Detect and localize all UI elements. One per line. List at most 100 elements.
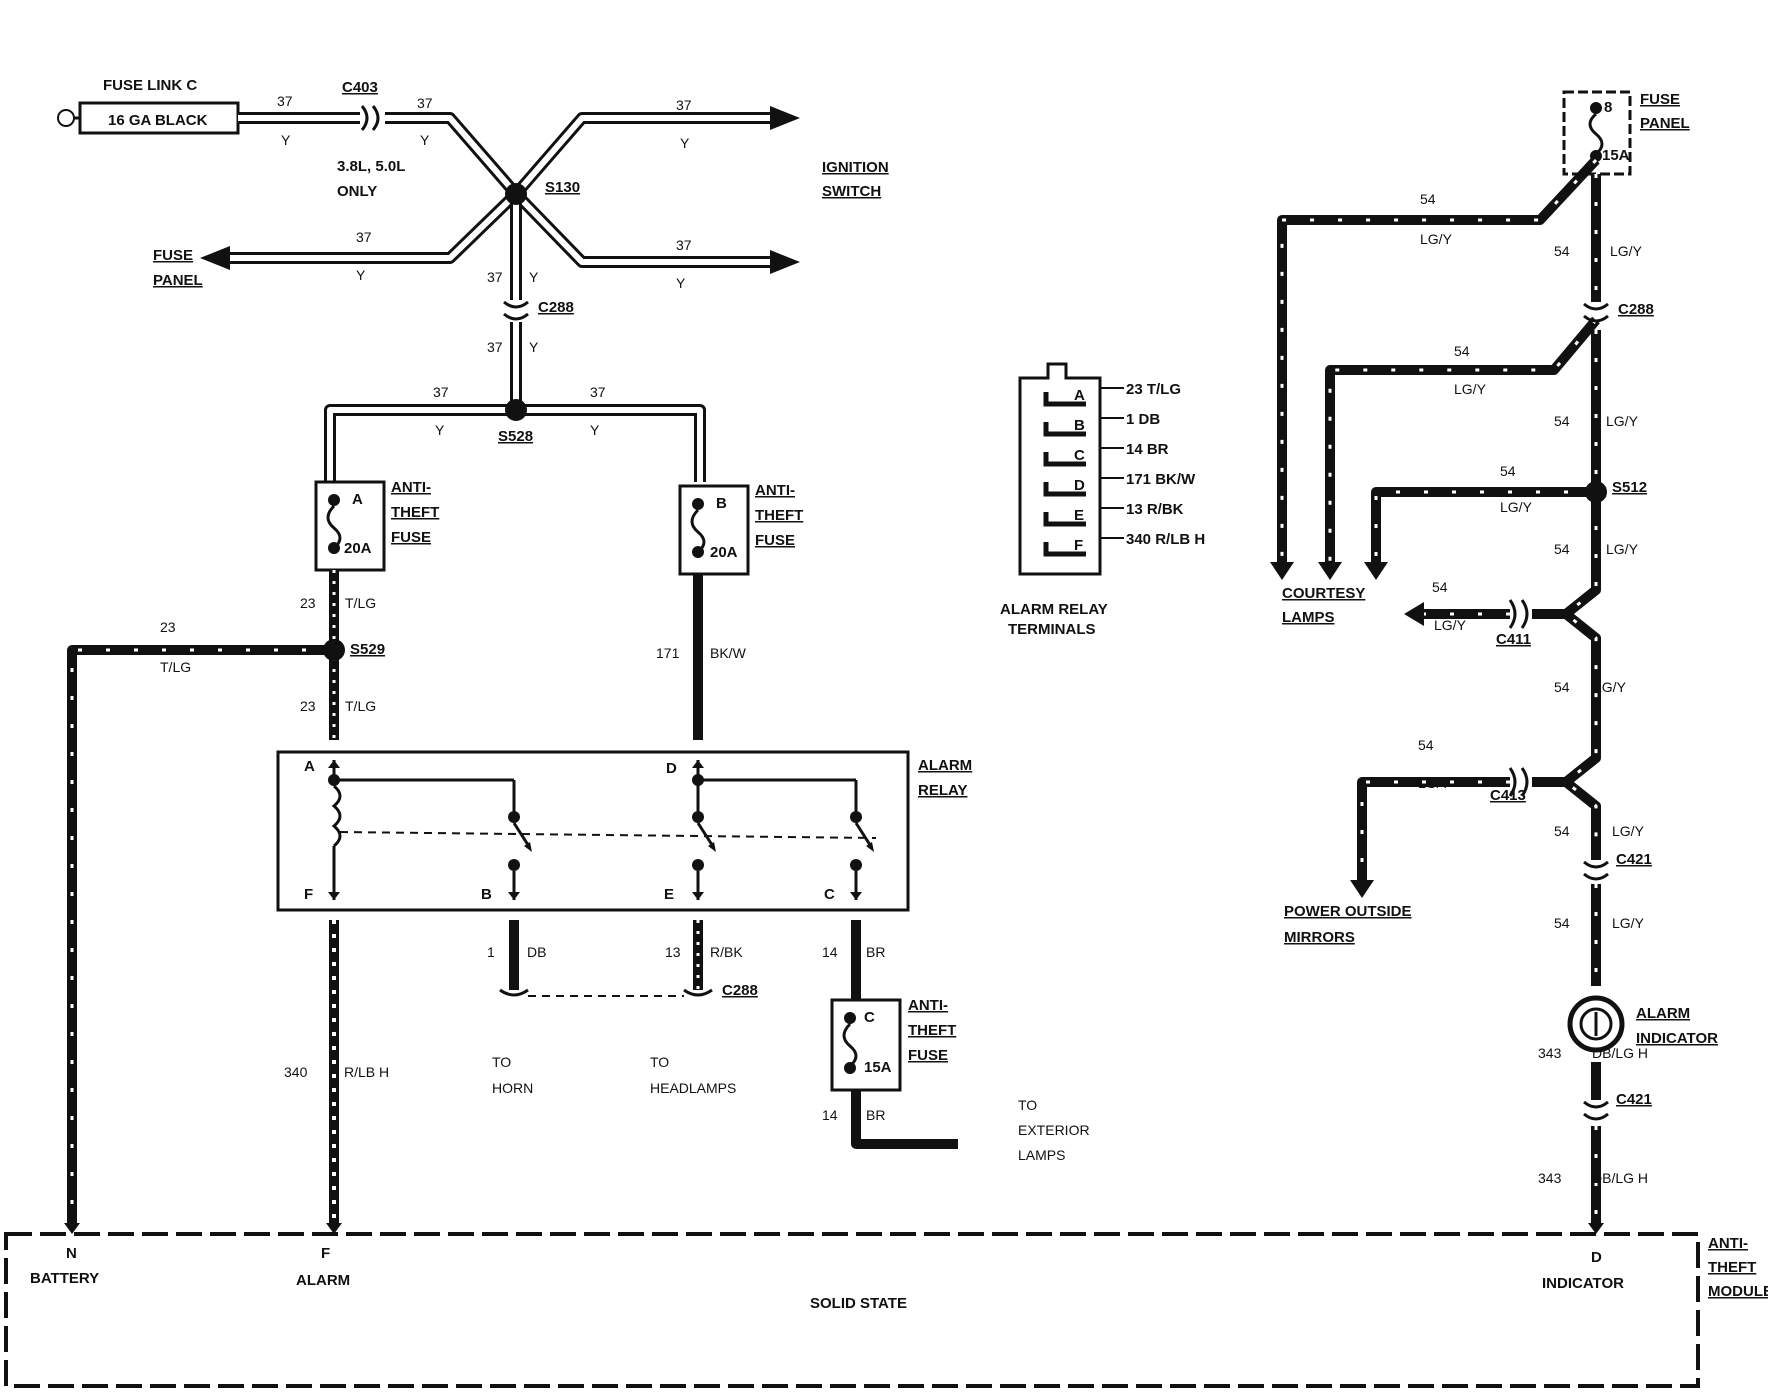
wire-37-y — [200, 106, 800, 482]
svg-text:Y: Y — [680, 135, 690, 151]
svg-text:37: 37 — [676, 97, 692, 113]
svg-text:54: 54 — [1420, 191, 1436, 207]
anti-theft-fuse-c: C 15A ANTI- THEFT FUSE — [830, 997, 956, 1092]
svg-text:PANEL: PANEL — [153, 272, 203, 289]
svg-text:37: 37 — [590, 384, 606, 400]
connector-c411: C411 — [1496, 631, 1531, 648]
svg-text:FUSE: FUSE — [1640, 91, 1680, 108]
connector-c421-a: C421 — [1616, 851, 1652, 868]
svg-text:54: 54 — [1454, 343, 1470, 359]
splice-s130-label: S130 — [545, 179, 580, 196]
svg-text:ANTI-: ANTI- — [1708, 1235, 1748, 1252]
terminal-pin: D — [1074, 477, 1085, 494]
wire-54-lgy — [1270, 156, 1609, 1225]
svg-text:FUSE: FUSE — [391, 529, 431, 546]
fuse-link: FUSE LINK C 16 GA BLACK — [57, 77, 240, 135]
terminal-wire: 23 T/LG — [1126, 381, 1181, 398]
svg-text:THEFT: THEFT — [391, 504, 439, 521]
svg-text:37: 37 — [433, 384, 449, 400]
svg-text:343: 343 — [1538, 1170, 1562, 1186]
svg-text:ONLY: ONLY — [337, 183, 377, 200]
svg-text:BR: BR — [866, 1107, 885, 1123]
svg-text:ALARM: ALARM — [296, 1272, 350, 1289]
svg-text:INDICATOR: INDICATOR — [1542, 1275, 1624, 1292]
svg-text:DB: DB — [527, 944, 546, 960]
svg-text:T/LG: T/LG — [160, 659, 191, 675]
to-horn-label: TO — [492, 1054, 511, 1070]
svg-text:FUSE: FUSE — [908, 1047, 948, 1064]
svg-text:LG/Y: LG/Y — [1418, 775, 1451, 791]
svg-text:THEFT: THEFT — [755, 507, 803, 524]
svg-text:BK/W: BK/W — [710, 645, 747, 661]
svg-text:FUSE: FUSE — [755, 532, 795, 549]
to-exterior-lamps-label: TO — [1018, 1097, 1037, 1113]
terminal-pin: F — [1074, 537, 1083, 554]
svg-text:54: 54 — [1500, 463, 1516, 479]
svg-text:171: 171 — [656, 645, 680, 661]
svg-text:15A: 15A — [1602, 147, 1630, 164]
svg-text:LG/Y: LG/Y — [1610, 243, 1643, 259]
svg-text:LG/Y: LG/Y — [1606, 541, 1639, 557]
svg-text:HORN: HORN — [492, 1080, 533, 1096]
svg-text:TERMINALS: TERMINALS — [1008, 621, 1096, 638]
svg-text:23: 23 — [160, 619, 176, 635]
splice-s512-label: S512 — [1612, 479, 1647, 496]
svg-text:SWITCH: SWITCH — [822, 183, 881, 200]
connector-c288-relay: C288 — [722, 982, 758, 999]
svg-text:8: 8 — [1604, 99, 1612, 116]
connector-c403: C403 — [342, 79, 380, 131]
svg-text:LG/Y: LG/Y — [1454, 381, 1487, 397]
svg-text:F: F — [304, 886, 313, 903]
svg-text:E: E — [664, 886, 674, 903]
svg-text:14: 14 — [822, 1107, 838, 1123]
svg-text:B: B — [481, 886, 492, 903]
svg-text:LG/Y: LG/Y — [1612, 823, 1645, 839]
wire-14-br — [851, 920, 958, 1149]
svg-text:LG/Y: LG/Y — [1500, 499, 1533, 515]
svg-text:54: 54 — [1554, 413, 1570, 429]
svg-text:Y: Y — [435, 422, 445, 438]
svg-text:340: 340 — [284, 1064, 308, 1080]
svg-text:37: 37 — [676, 237, 692, 253]
svg-text:THEFT: THEFT — [1708, 1259, 1756, 1276]
connector-c413: C413 — [1490, 787, 1526, 804]
power-outside-mirrors-label: POWER OUTSIDE — [1284, 903, 1412, 920]
alarm-indicator-lamp: ALARM INDICATOR — [1567, 995, 1718, 1053]
svg-text:54: 54 — [1554, 541, 1570, 557]
svg-text:54: 54 — [1432, 579, 1448, 595]
svg-text:20A: 20A — [344, 540, 372, 557]
svg-text:ANTI-: ANTI- — [391, 479, 431, 496]
engine-note: 3.8L, 5.0L — [337, 158, 405, 175]
terminal-wire: 13 R/BK — [1126, 501, 1184, 518]
svg-text:54: 54 — [1554, 915, 1570, 931]
svg-text:1: 1 — [487, 944, 495, 960]
splice-s130 — [505, 183, 527, 205]
splice-s529 — [323, 639, 345, 661]
svg-text:C403: C403 — [342, 79, 378, 96]
splice-s528-label: S528 — [498, 428, 533, 445]
svg-text:HEADLAMPS: HEADLAMPS — [650, 1080, 736, 1096]
svg-text:C: C — [824, 886, 835, 903]
svg-text:T/LG: T/LG — [345, 698, 376, 714]
svg-text:54: 54 — [1418, 737, 1434, 753]
svg-text:LG/Y: LG/Y — [1606, 413, 1639, 429]
terminal-wire: 1 DB — [1126, 411, 1160, 428]
svg-text:LAMPS: LAMPS — [1018, 1147, 1065, 1163]
svg-text:LG/Y: LG/Y — [1594, 679, 1627, 695]
svg-text:54: 54 — [1554, 823, 1570, 839]
terminal-pin: C — [1074, 447, 1085, 464]
svg-text:Y: Y — [529, 339, 539, 355]
wire-1-db — [499, 920, 529, 997]
svg-text:37: 37 — [487, 339, 503, 355]
svg-text:R/BK: R/BK — [710, 944, 743, 960]
svg-text:13: 13 — [665, 944, 681, 960]
splice-s529-label: S529 — [350, 641, 385, 658]
splice-s528 — [505, 399, 527, 421]
anti-theft-module: N BATTERY F ALARM D INDICATOR SOLID STAT… — [4, 1223, 1768, 1388]
wire-23-tlg — [67, 570, 345, 1225]
